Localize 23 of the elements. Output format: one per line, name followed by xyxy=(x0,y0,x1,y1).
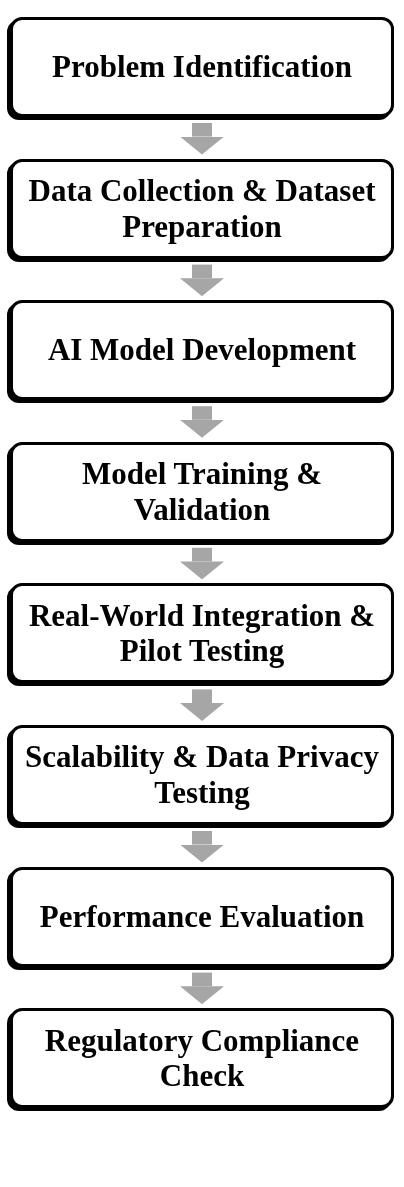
arrow xyxy=(180,831,224,863)
process-box xyxy=(10,725,394,825)
step-label: Scalability & Data Privacy Testing xyxy=(24,739,380,811)
step-label: Performance Evaluation xyxy=(39,898,365,935)
arrow xyxy=(180,689,224,721)
step-label: AI Model Development xyxy=(47,332,357,368)
step-label: Problem Identification xyxy=(52,49,352,85)
process-box xyxy=(10,17,394,117)
arrow xyxy=(180,264,224,297)
step-label: Real-World Integration & Pilot Testing xyxy=(27,597,377,670)
step-label: Model Training & Validation xyxy=(81,456,323,528)
process-box xyxy=(10,1008,394,1109)
process-box xyxy=(10,866,394,967)
arrow xyxy=(180,406,224,438)
step-label: Data Collection & Dataset Preparation xyxy=(27,172,377,245)
process-box xyxy=(10,158,394,259)
process-box xyxy=(10,441,394,542)
process-box xyxy=(10,583,394,684)
arrow xyxy=(180,972,224,1005)
arrow xyxy=(180,123,224,155)
arrow xyxy=(180,547,224,580)
process-box xyxy=(10,300,394,401)
step-label: Regulatory Compliance Check xyxy=(43,1022,361,1094)
